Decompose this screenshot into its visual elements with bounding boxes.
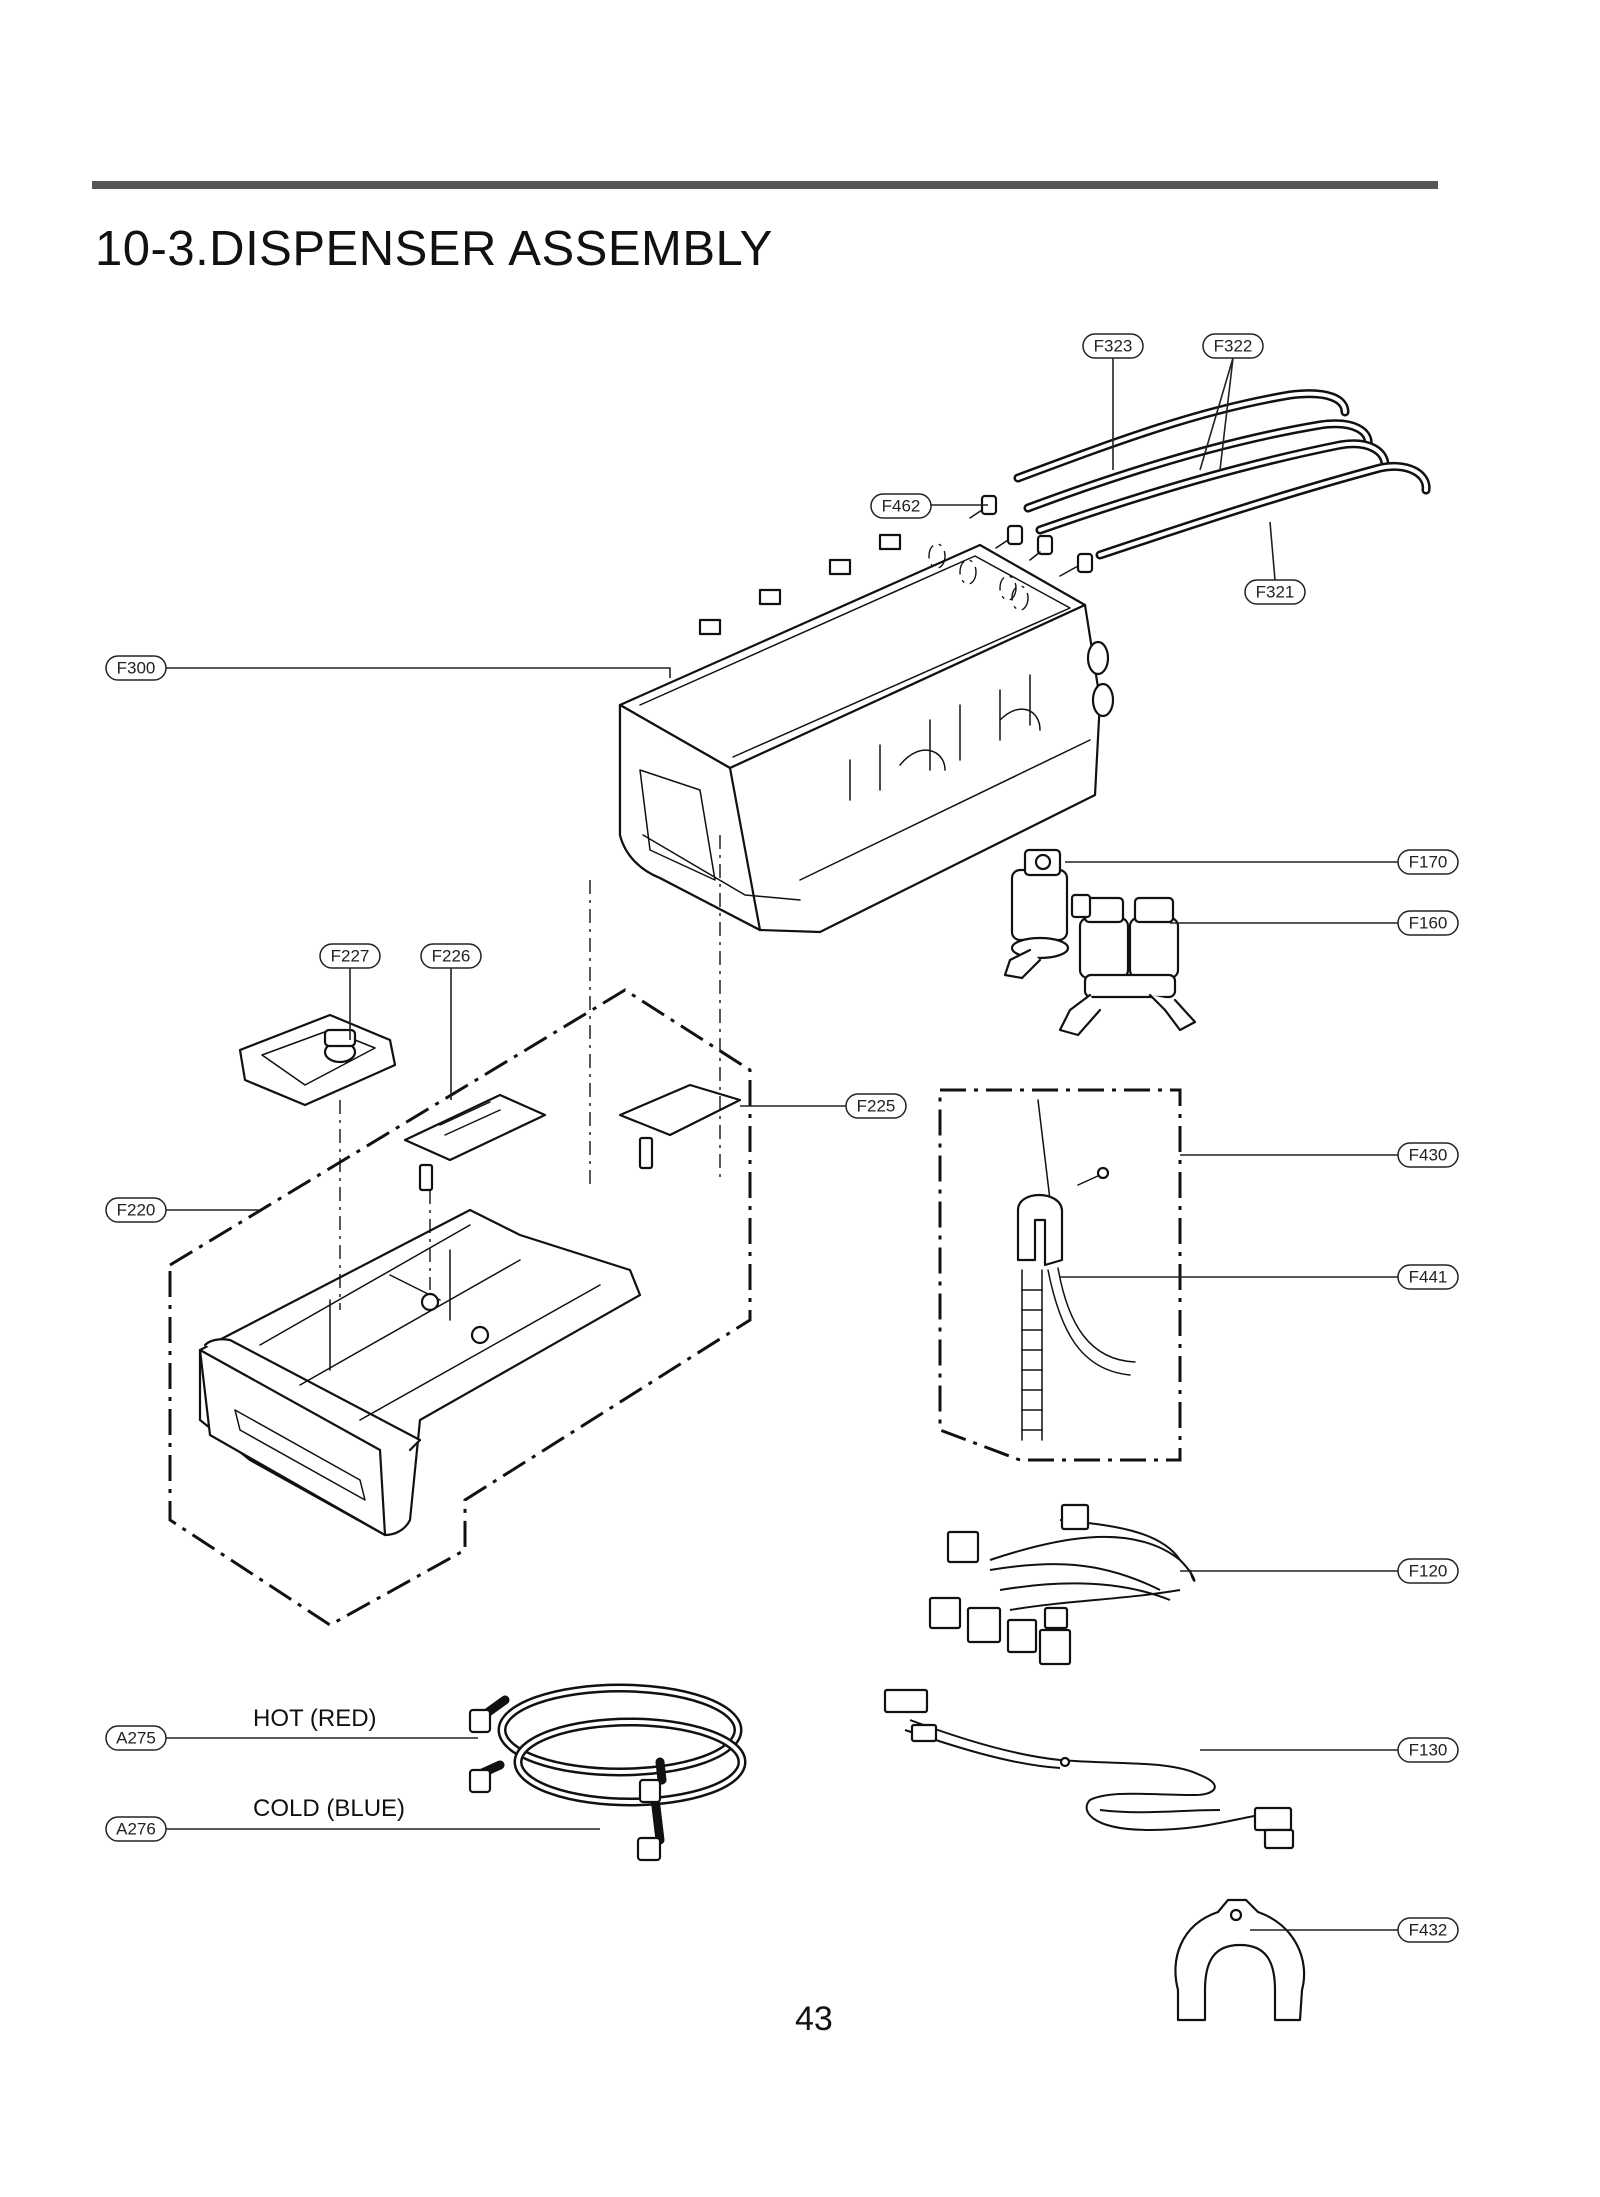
svg-text:A276: A276	[116, 1820, 156, 1839]
clamp-f432	[1174, 1898, 1306, 2022]
cold-caption: COLD (BLUE)	[253, 1795, 405, 1822]
svg-text:F160: F160	[1409, 914, 1448, 933]
label-F432: F432	[1397, 1917, 1459, 1943]
label-F300: F300	[105, 655, 167, 681]
svg-text:A275: A275	[116, 1729, 156, 1748]
svg-text:F462: F462	[882, 497, 921, 516]
svg-text:F323: F323	[1094, 337, 1133, 356]
wiring-harness-f120	[928, 1503, 1196, 1666]
label-F462: F462	[870, 493, 932, 519]
label-F322: F322	[1202, 333, 1264, 359]
page-number: 43	[795, 2000, 833, 2038]
label-F323: F323	[1082, 333, 1144, 359]
svg-text:F220: F220	[117, 1201, 156, 1220]
wiring-harness-f130	[883, 1688, 1295, 1850]
dispenser-housing	[618, 533, 1115, 934]
label-A275: A275	[105, 1725, 167, 1751]
svg-text:F322: F322	[1214, 337, 1253, 356]
label-F430: F430	[1397, 1142, 1459, 1168]
svg-text:F321: F321	[1256, 583, 1295, 602]
svg-text:F170: F170	[1409, 853, 1448, 872]
inlet-hoses	[468, 1683, 747, 1862]
label-F321: F321	[1244, 579, 1306, 605]
label-F225: F225	[845, 1093, 907, 1119]
label-A276: A276	[105, 1816, 167, 1842]
label-F130: F130	[1397, 1737, 1459, 1763]
label-F226: F226	[420, 943, 482, 969]
page-title: 10-3.DISPENSER ASSEMBLY	[95, 222, 773, 276]
svg-text:F430: F430	[1409, 1146, 1448, 1165]
svg-text:F226: F226	[432, 947, 471, 966]
header-rule	[92, 181, 1438, 189]
hot-caption: HOT (RED)	[253, 1705, 377, 1732]
breather-hose-group	[938, 1088, 1182, 1462]
svg-text:F227: F227	[331, 947, 370, 966]
water-valves	[1003, 848, 1197, 1037]
label-F220: F220	[105, 1197, 167, 1223]
label-F441: F441	[1397, 1264, 1459, 1290]
svg-text:F120: F120	[1409, 1562, 1448, 1581]
label-F120: F120	[1397, 1558, 1459, 1584]
hose-set	[969, 389, 1431, 577]
svg-text:F300: F300	[117, 659, 156, 678]
svg-text:F441: F441	[1409, 1268, 1448, 1287]
leader-lines	[162, 357, 1400, 1931]
svg-text:F130: F130	[1409, 1741, 1448, 1760]
label-F170: F170	[1397, 849, 1459, 875]
label-F227: F227	[319, 943, 381, 969]
label-F160: F160	[1397, 910, 1459, 936]
drawer-group	[168, 835, 752, 1627]
svg-text:F432: F432	[1409, 1921, 1448, 1940]
svg-text:F225: F225	[857, 1097, 896, 1116]
